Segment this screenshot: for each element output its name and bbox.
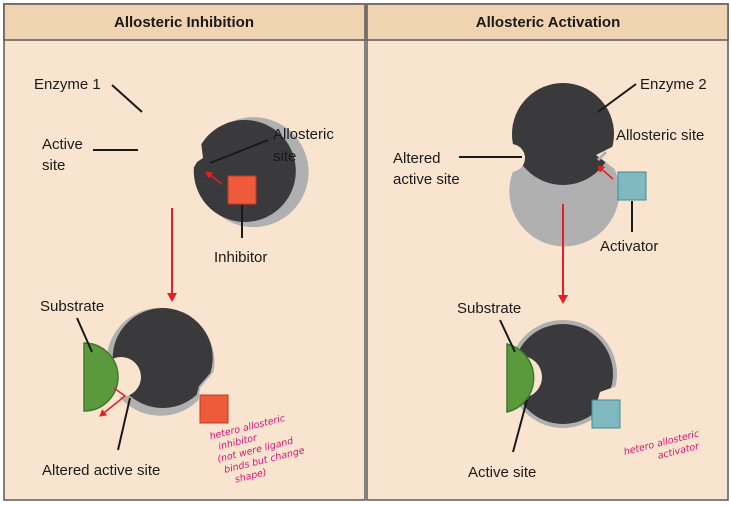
- enzyme-label: Enzyme 1: [34, 76, 101, 93]
- substrate-label: Substrate: [457, 300, 521, 317]
- panel-header: [3, 3, 366, 41]
- panel-title: Allosteric Inhibition: [114, 14, 254, 31]
- panel-background: [3, 3, 366, 501]
- active-site-leader-line: [512, 399, 528, 453]
- panel-title: Allosteric Activation: [476, 14, 620, 31]
- substrate-shape: [83, 342, 119, 412]
- bound-activator-square: [591, 399, 621, 429]
- altered-active-site-leader-line: [117, 397, 131, 451]
- bound-inhibitor-square: [199, 394, 229, 424]
- inhibitor-square: [227, 175, 257, 205]
- substrate-label: Substrate: [40, 298, 104, 315]
- activator-label: Activator: [600, 238, 658, 255]
- activator-square: [617, 171, 647, 201]
- altered-active-site-label-line1: Altered: [393, 150, 441, 167]
- allosteric-site-leader-line: [209, 139, 269, 164]
- inhibitor-binding-arrow: [205, 171, 223, 185]
- allosteric-site-label-line2: site: [273, 148, 296, 165]
- enzyme-label: Enzyme 2: [640, 76, 707, 93]
- allosteric-site-label: Allosteric site: [616, 127, 704, 144]
- panel-allosteric-activation: Allosteric Activation Enzyme 2 Allosteri…: [366, 3, 729, 501]
- altered-active-site-label: Altered active site: [42, 462, 160, 479]
- enzyme-2: [497, 83, 620, 247]
- altered-active-site-label-line2: active site: [393, 171, 460, 188]
- panel-header: [366, 3, 729, 41]
- allosteric-site-label-line1: Allosteric: [273, 126, 334, 143]
- substrate-leader-line: [499, 319, 516, 353]
- rejection-arrow: [99, 387, 127, 417]
- enzyme-1-inhibited: [101, 307, 215, 416]
- enzyme-leader-line: [597, 83, 637, 113]
- active-site-label: Active site: [468, 464, 536, 481]
- panel-allosteric-inhibition: Allosteric Inhibition Enzyme 1 Active si…: [3, 3, 366, 501]
- enzyme-1: [125, 116, 309, 228]
- substrate-shape: [506, 343, 535, 413]
- enzyme-leader-line: [111, 84, 143, 113]
- active-site-label-line1: Active: [42, 136, 83, 153]
- active-site-label-line2: site: [42, 157, 65, 174]
- inhibitor-label: Inhibitor: [214, 249, 267, 266]
- activator-binding-arrow: [597, 165, 614, 180]
- substrate-leader-line: [76, 317, 93, 353]
